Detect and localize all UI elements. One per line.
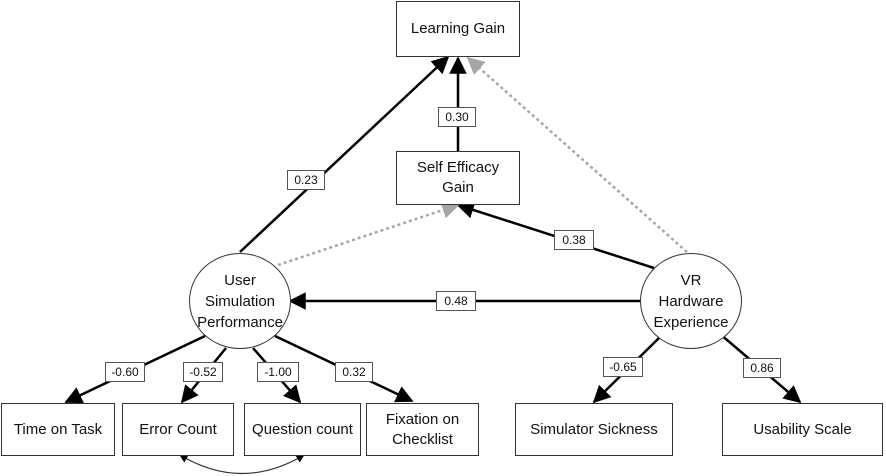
node-learning-gain-label: Learning Gain bbox=[410, 20, 506, 37]
node-error-count-label: Error Count bbox=[139, 420, 217, 438]
coef-vr-to-self-eff: 0.38 bbox=[554, 230, 594, 250]
node-self-efficacy-line-1: Self Efficacy bbox=[416, 159, 500, 176]
node-time-on-task: Time on Task bbox=[1, 403, 115, 456]
coef-vr-to-sickness: -0.65 bbox=[603, 357, 643, 377]
node-fixation-line-2: Checklist bbox=[392, 430, 453, 448]
vr-line-3: Experience bbox=[653, 313, 729, 331]
node-self-efficacy-gain: Self Efficacy Gain bbox=[396, 151, 520, 205]
path-vr-to-learning-nonsig bbox=[466, 56, 688, 253]
node-simulator-sickness-label: Simulator Sickness bbox=[530, 420, 658, 438]
coef-usp-to-question: -1.00 bbox=[257, 362, 299, 382]
node-vr-hardware-experience: VR Hardware Experience bbox=[640, 253, 742, 349]
node-error-count: Error Count bbox=[122, 403, 234, 456]
node-question-count: Question count bbox=[244, 403, 361, 456]
node-usability-scale: Usability Scale bbox=[722, 403, 883, 456]
node-fixation-line-1: Fixation on bbox=[385, 410, 460, 428]
node-learning-gain: Learning Gain bbox=[396, 1, 520, 57]
node-self-efficacy-line-2: Gain bbox=[442, 179, 474, 196]
node-question-count-label: Question count bbox=[252, 420, 353, 438]
node-simulator-sickness: Simulator Sickness bbox=[515, 403, 673, 456]
coef-vr-to-usability: 0.86 bbox=[743, 358, 781, 378]
node-user-simulation-performance: User Simulation Performance bbox=[189, 253, 291, 349]
covariance-error-question-arc bbox=[179, 454, 305, 475]
coef-usp-to-learning: 0.23 bbox=[287, 170, 325, 190]
usp-line-3: Performance bbox=[197, 313, 283, 331]
vr-line-2: Hardware bbox=[658, 292, 724, 310]
node-fixation-checklist: Fixation on Checklist bbox=[366, 403, 479, 456]
coef-usp-to-time: -0.60 bbox=[105, 362, 145, 382]
coef-self-eff-to-learning: 0.30 bbox=[438, 107, 476, 127]
usp-line-2: Simulation bbox=[204, 292, 276, 310]
usp-line-1: User bbox=[224, 271, 256, 289]
coef-vr-to-usp: 0.48 bbox=[436, 291, 476, 311]
path-usp-to-learning bbox=[239, 55, 450, 253]
path-usp-to-self-eff-nonsig bbox=[277, 201, 460, 267]
vr-line-1: VR bbox=[680, 271, 702, 289]
coef-usp-to-fixation: 0.32 bbox=[335, 362, 373, 382]
coef-usp-to-error: -0.52 bbox=[183, 362, 223, 382]
node-time-on-task-label: Time on Task bbox=[13, 420, 103, 438]
node-usability-scale-label: Usability Scale bbox=[753, 420, 852, 438]
